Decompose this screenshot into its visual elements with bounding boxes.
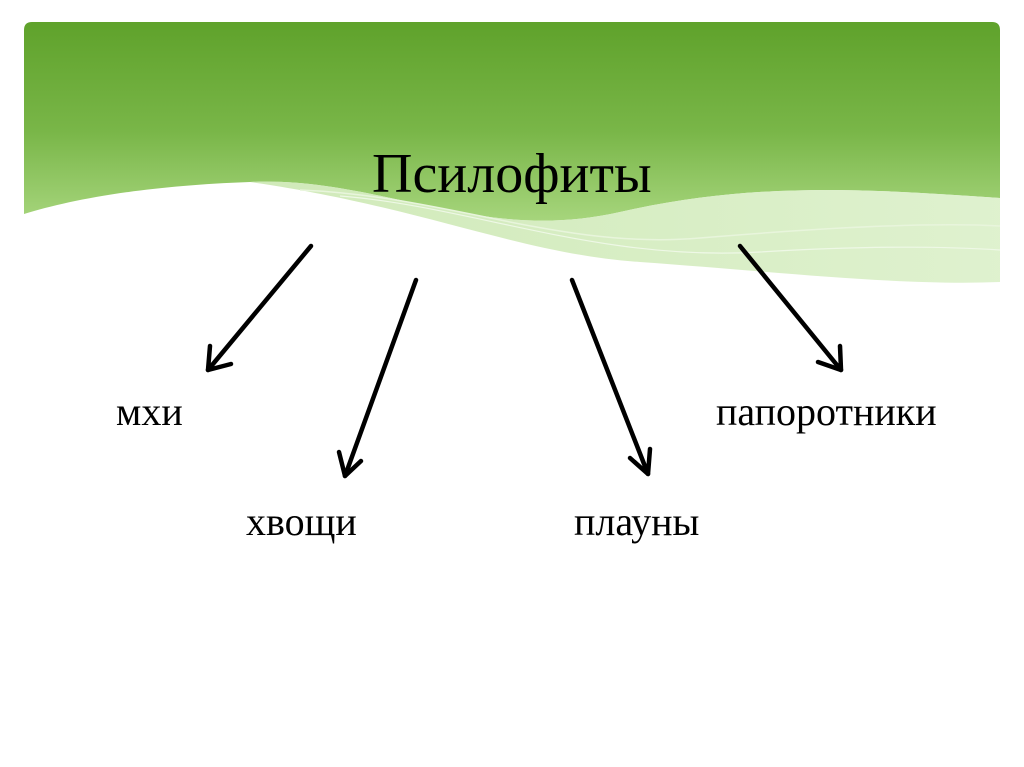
header-shape	[24, 22, 1000, 221]
arrow-to-mosses	[205, 243, 314, 373]
diagram-title: Псилофиты	[372, 143, 652, 205]
arrow-to-clubmosses	[569, 277, 653, 477]
header-wave-light	[250, 181, 1000, 283]
node-mosses: мхи	[116, 389, 183, 434]
header-wave-line	[339, 195, 1001, 254]
arrow-to-ferns	[737, 243, 844, 373]
arrow-to-horsetails	[336, 277, 419, 479]
node-ferns: папоротники	[716, 389, 937, 434]
node-horsetails: хвощи	[246, 499, 357, 544]
node-clubmosses: плауны	[574, 499, 700, 544]
header-wave-line	[299, 189, 1001, 241]
